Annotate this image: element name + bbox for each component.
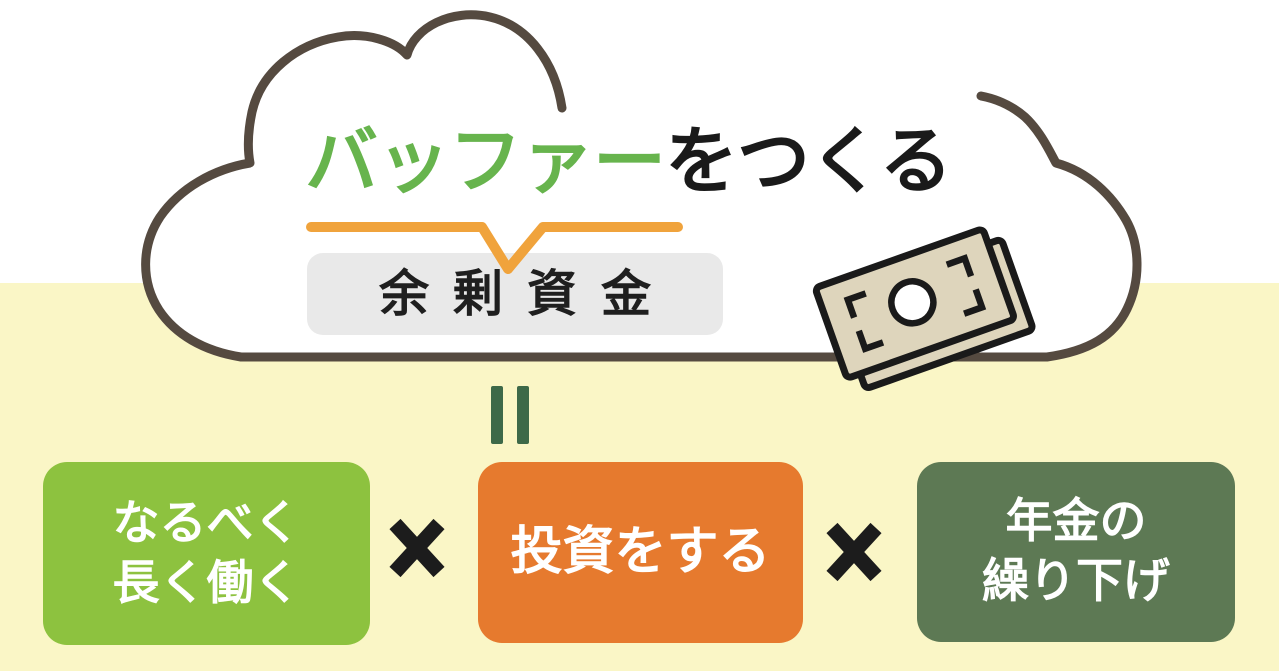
equals-icon (491, 386, 544, 444)
term-work-longer: なるべく 長く働く (43, 462, 370, 645)
term-line: 繰り下げ (982, 554, 1170, 609)
multiply-icon (389, 518, 445, 578)
headline-suffix: をつくる (665, 119, 953, 204)
headline: バッファーをつくる (305, 123, 953, 201)
equals-bar (491, 386, 503, 444)
cloud-outline-stroke (141, 10, 1142, 362)
callout-label: 余剰資金 (379, 265, 675, 323)
banknotes-icon (812, 226, 1036, 392)
term-line: 年金の (1005, 494, 1147, 550)
callout-box: 余剰資金 (307, 253, 723, 335)
term-line: なるべく (112, 495, 301, 551)
term-line: 長く働く (112, 555, 301, 611)
term-line: 投資をする (510, 522, 771, 583)
term-invest: 投資をする (478, 462, 803, 643)
equals-bar (517, 386, 529, 444)
term-pension-deferral: 年金の 繰り下げ (917, 462, 1235, 642)
underline-callout-pointer (306, 222, 683, 274)
multiply-icon (826, 522, 882, 582)
headline-highlight: バッファー (305, 119, 666, 204)
